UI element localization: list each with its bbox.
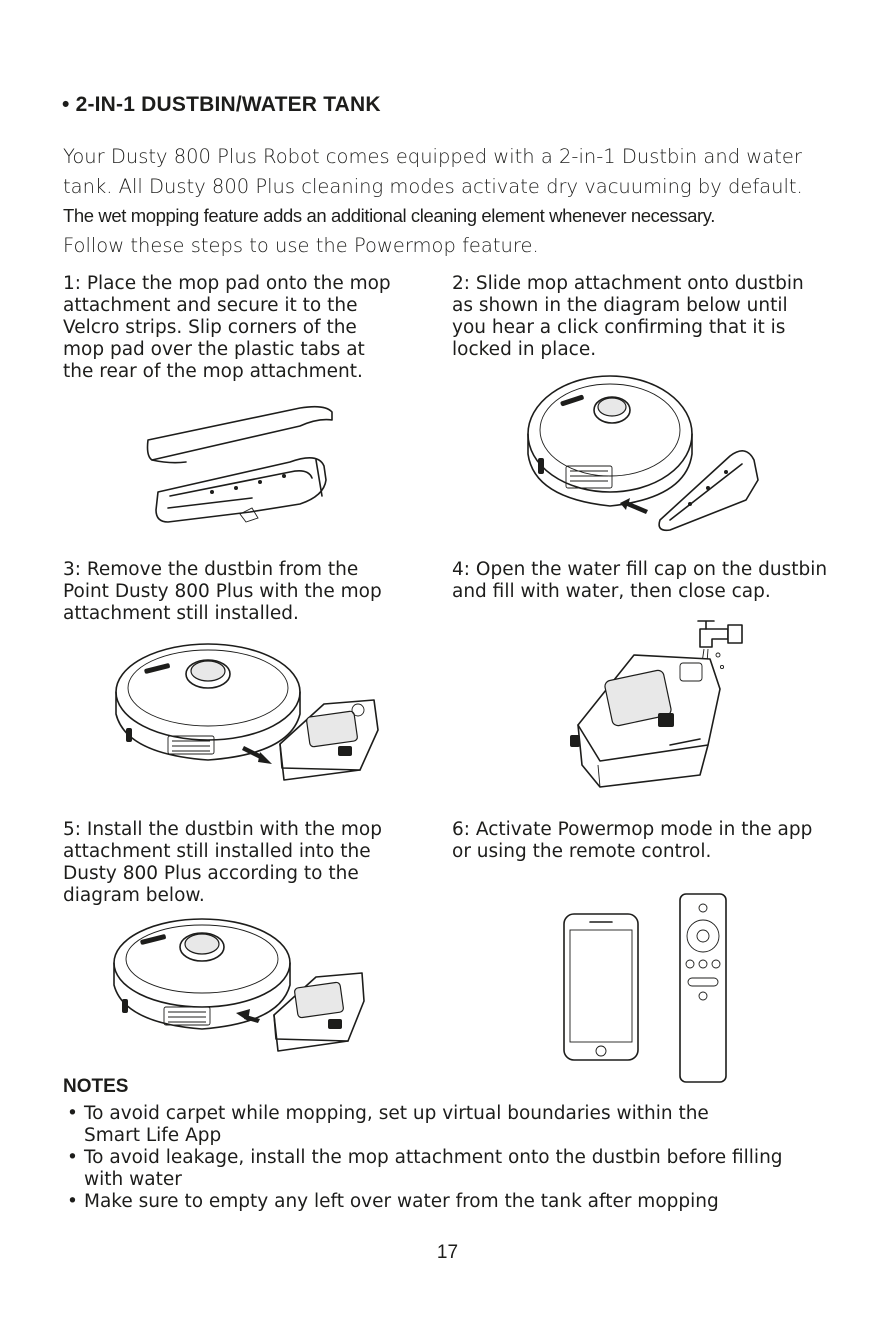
step-1-text: 1: Place the mop pad onto the mop attach… [63, 273, 391, 382]
heading-bullet: • [62, 93, 70, 116]
note-text: To avoid leakage, install the mop attach… [84, 1147, 783, 1190]
robot-mop-attach-illustration [527, 375, 759, 532]
robot-dustbin-install-illustration [113, 918, 365, 1052]
step-3-text: 3: Remove the dustbin from the Point Dus… [63, 559, 382, 624]
section-heading: •2-IN-1 DUSTBIN/WATER TANK [62, 93, 381, 117]
step-5-text: 5: Install the dustbin with the mop atta… [63, 819, 382, 906]
phone-and-remote-illustration [563, 893, 727, 1083]
intro-line: tank. All Dusty 800 Plus cleaning modes … [63, 174, 803, 198]
intro-line: Follow these steps to use the Powermop f… [63, 233, 539, 257]
robot-dustbin-remove-illustration [115, 643, 379, 781]
intro-paragraph: Your Dusty 800 Plus Robot comes equipped… [63, 142, 853, 260]
note-item: Make sure to empty any left over water f… [65, 1191, 855, 1213]
note-item: To avoid carpet while mopping, set up vi… [65, 1103, 855, 1147]
remote-control-icon [679, 893, 727, 1083]
notes-list: To avoid carpet while mopping, set up vi… [65, 1103, 855, 1213]
notes-title: NOTES [63, 1076, 129, 1097]
intro-line: The wet mopping feature adds an addition… [63, 205, 715, 226]
note-text: To avoid carpet while mopping, set up vi… [84, 1103, 709, 1146]
mop-pad-attachment-illustration [146, 405, 333, 523]
dustbin-fill-water-illustration [570, 620, 743, 788]
intro-line: Your Dusty 800 Plus Robot comes equipped… [63, 145, 802, 168]
note-item: To avoid leakage, install the mop attach… [65, 1147, 855, 1191]
note-text: Make sure to empty any left over water f… [84, 1191, 719, 1212]
phone-icon [563, 913, 639, 1061]
step-2-text: 2: Slide mop attachment onto dustbin as … [452, 273, 804, 360]
step-6-text: 6: Activate Powermop mode in the app or … [452, 819, 813, 862]
step-4-text: 4: Open the water fill cap on the dustbi… [452, 559, 828, 602]
page-number: 17 [436, 1242, 459, 1263]
heading-title: 2-IN-1 DUSTBIN/WATER TANK [75, 93, 381, 116]
